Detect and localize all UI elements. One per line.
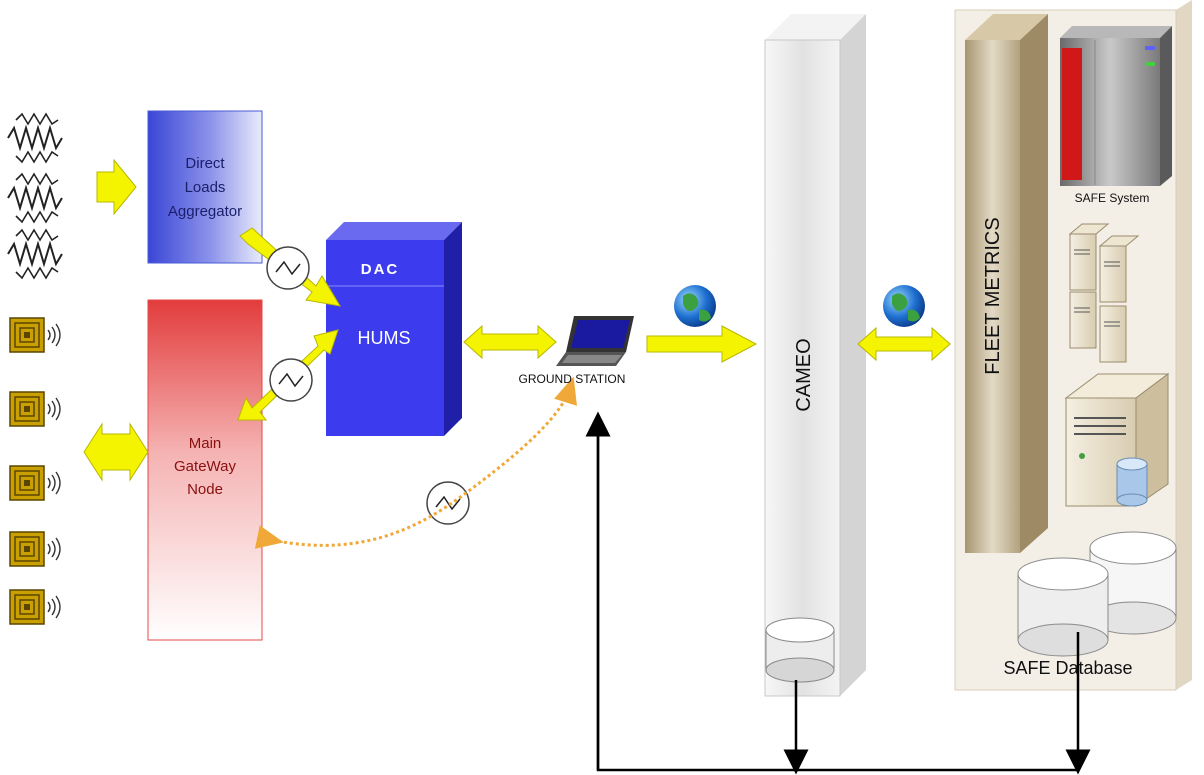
- hums-label: HUMS: [358, 328, 411, 348]
- database-cylinder-icon: [1116, 457, 1148, 507]
- modem-wave-icon: [269, 358, 313, 402]
- hums-ground-double-arrow: [463, 324, 557, 360]
- cameo-safe-double-arrow: [857, 326, 951, 362]
- modem-wave-icon: [426, 481, 470, 525]
- aggregator-label-line3: Aggregator: [168, 203, 242, 220]
- database-cylinder-icon: [765, 617, 835, 683]
- zigzag-resistor-icon: [7, 112, 63, 164]
- laptop-icon: [556, 316, 634, 366]
- wireless-sensor-icons: [9, 317, 61, 625]
- gateway-io-arrow: [83, 422, 149, 482]
- database-connector-lines: [585, 411, 1091, 775]
- strain-gauge-icons: [7, 112, 63, 280]
- modem-wave-icon: [266, 246, 310, 290]
- cameo-panel: [764, 14, 866, 697]
- aggregator-label-line1: Direct: [185, 155, 225, 172]
- wireless-sensor-icon: [9, 531, 61, 567]
- gateway-label-line3: Node: [187, 481, 223, 498]
- zigzag-resistor-icon: [7, 172, 63, 224]
- wireless-sensor-icon: [9, 391, 61, 427]
- globe-icon: [674, 285, 716, 327]
- database-cylinder-icon: [1017, 557, 1109, 657]
- safe-database-label: SAFE Database: [1003, 658, 1132, 678]
- input-arrow: [96, 158, 137, 216]
- ground-station-label: GROUND STATION: [519, 372, 626, 386]
- aggregator-label-line2: Loads: [185, 179, 226, 196]
- ground-to-cameo-arrow: [646, 325, 758, 363]
- zigzag-resistor-icon: [7, 228, 63, 280]
- server-icon: [1060, 26, 1172, 186]
- fleet-metrics-bar: [965, 14, 1048, 553]
- gateway-label-line2: GateWay: [174, 458, 236, 475]
- safe-system-label: SAFE System: [1075, 191, 1150, 205]
- dac-header-label: DAC: [361, 261, 400, 278]
- globe-icon: [883, 285, 925, 327]
- wireless-sensor-icon: [9, 465, 61, 501]
- wireless-sensor-icon: [9, 317, 61, 353]
- wireless-sensor-icon: [9, 589, 61, 625]
- gateway-label-line1: Main: [189, 435, 222, 452]
- fleet-metrics-label: FLEET METRICS: [982, 217, 1004, 374]
- cameo-label: CAMEO: [793, 338, 815, 411]
- server-icon: [1068, 223, 1140, 363]
- wireless-link-dotted: [254, 376, 577, 549]
- gateway-node-box: [147, 299, 263, 641]
